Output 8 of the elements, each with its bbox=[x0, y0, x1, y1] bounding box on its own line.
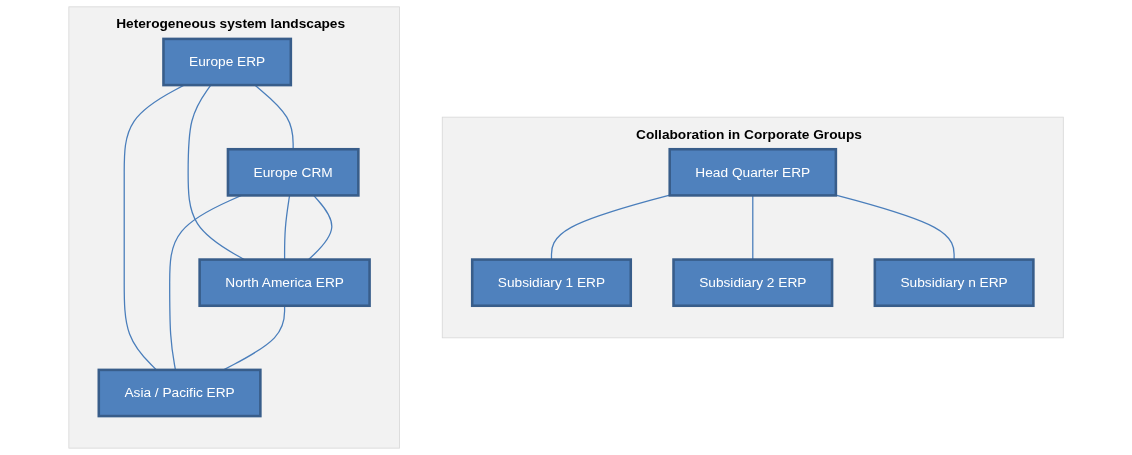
node-box: Subsidiary 2 ERP bbox=[672, 258, 834, 308]
node-box: Head Quarter ERP bbox=[668, 147, 838, 197]
node-box: Europe ERP bbox=[162, 37, 293, 87]
node-box: Europe CRM bbox=[226, 147, 360, 197]
node-box: Subsidiary n ERP bbox=[873, 258, 1035, 308]
node-box: North America ERP bbox=[198, 258, 371, 308]
node-box: Subsidiary 1 ERP bbox=[470, 258, 632, 308]
node-box: Asia / Pacific ERP bbox=[97, 368, 262, 418]
